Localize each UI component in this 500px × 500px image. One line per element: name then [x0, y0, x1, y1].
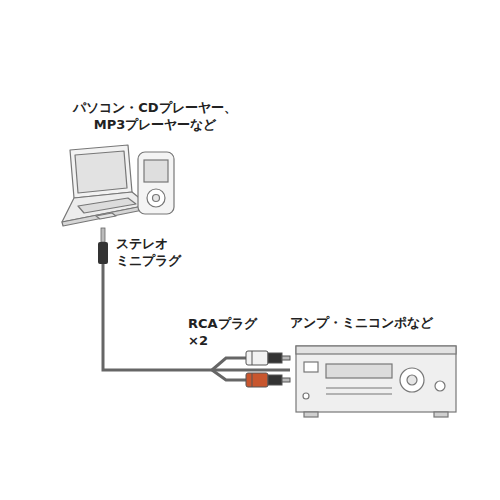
amplifier-device: アンプ・ミニコンポなど [290, 315, 465, 420]
source-device: パソコン・CDプレーヤー、 MP3プレーヤーなど [55, 100, 255, 232]
rca-cable-split [212, 358, 246, 380]
rca-plug-red [246, 373, 290, 387]
device-label: アンプ・ミニコンポなど [290, 315, 465, 332]
plug-label: ステレオ ミニプラグ [116, 236, 188, 270]
plug-label: RCAプラグ ×2 [188, 316, 268, 350]
laptop-illustration [62, 145, 148, 226]
mp3-player-illustration [138, 152, 174, 214]
device-label: パソコン・CDプレーヤー、 MP3プレーヤーなど [55, 100, 255, 134]
rca-plug-white [246, 351, 290, 365]
amplifier-illustration [296, 346, 456, 417]
audio-cable [103, 232, 290, 370]
mini-plug [98, 228, 108, 264]
